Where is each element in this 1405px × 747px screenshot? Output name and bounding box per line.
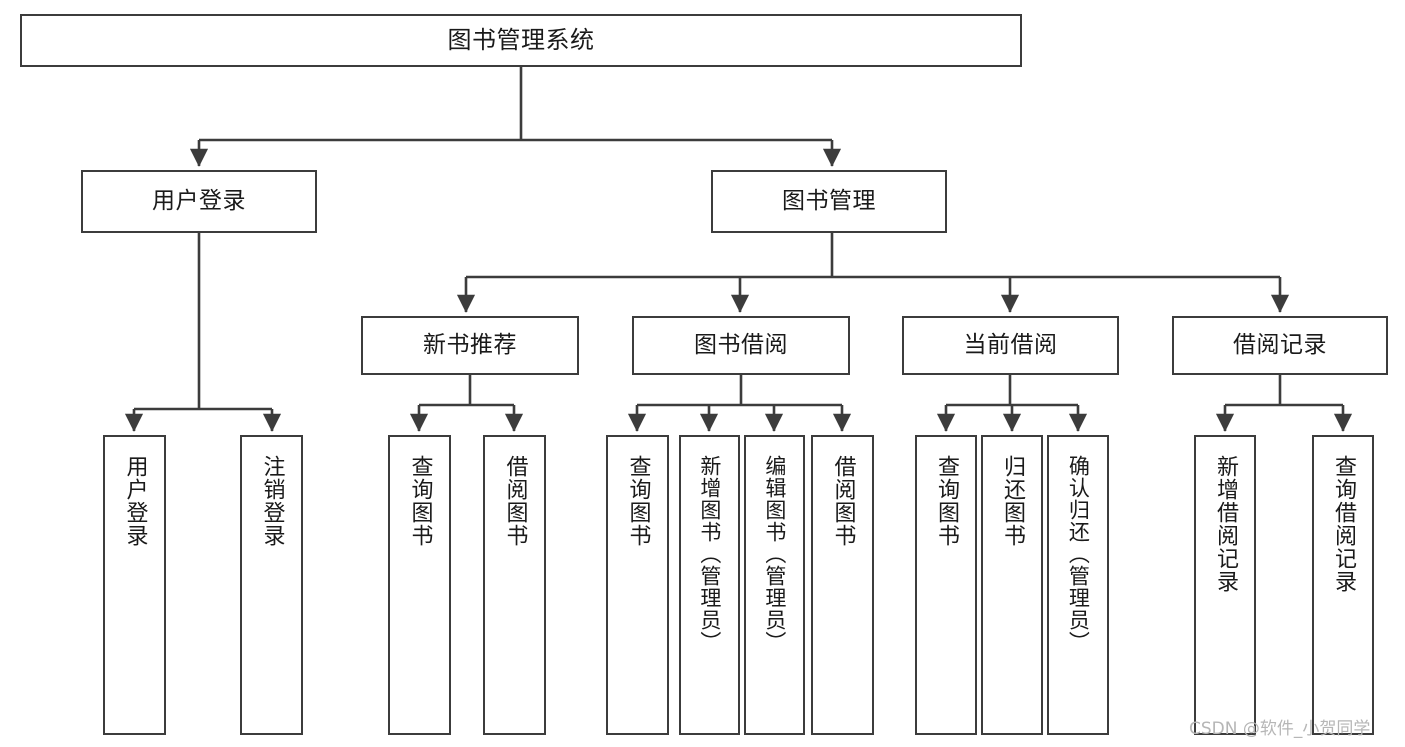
- node-leaf[interactable]: 编辑图书（管理员）: [744, 435, 805, 735]
- node-leaf[interactable]: 确认归还（管理员）: [1047, 435, 1109, 735]
- node-leaf-label: 借阅图书: [502, 455, 528, 547]
- node-leaf[interactable]: 新增图书（管理员）: [679, 435, 740, 735]
- node-level2-book-management[interactable]: 图书管理: [711, 170, 947, 233]
- node-leaf-label: 新增借阅记录: [1212, 455, 1238, 593]
- node-level3-borrow-record[interactable]: 借阅记录: [1172, 316, 1388, 375]
- node-leaf[interactable]: 借阅图书: [811, 435, 874, 735]
- node-level3-current-borrow-label: 当前借阅: [963, 331, 1058, 358]
- node-leaf-label: 确认归还（管理员）: [1066, 455, 1091, 653]
- node-level3-borrow-record-label: 借阅记录: [1233, 331, 1327, 358]
- node-level2-book-management-label: 图书管理: [782, 187, 876, 214]
- node-leaf-label: 查询图书: [625, 455, 651, 547]
- node-leaf-label: 归还图书: [999, 455, 1025, 547]
- node-level3-book-borrow-label: 图书借阅: [694, 331, 788, 358]
- node-root[interactable]: 图书管理系统: [20, 14, 1022, 67]
- node-leaf-label: 新增图书（管理员）: [697, 455, 722, 653]
- node-level2-user-login[interactable]: 用户登录: [81, 170, 317, 233]
- node-leaf[interactable]: 用户登录: [103, 435, 166, 735]
- node-leaf-label: 查询借阅记录: [1330, 455, 1356, 593]
- node-level2-user-login-label: 用户登录: [152, 187, 246, 214]
- node-leaf-label: 注销登录: [259, 455, 285, 547]
- node-leaf-label: 借阅图书: [830, 455, 856, 547]
- node-leaf[interactable]: 查询图书: [388, 435, 451, 735]
- node-level3-book-borrow[interactable]: 图书借阅: [632, 316, 850, 375]
- node-leaf[interactable]: 查询借阅记录: [1312, 435, 1374, 735]
- node-leaf-label: 用户登录: [122, 455, 148, 547]
- node-leaf[interactable]: 归还图书: [981, 435, 1043, 735]
- node-leaf[interactable]: 注销登录: [240, 435, 303, 735]
- node-leaf-label: 查询图书: [407, 455, 433, 547]
- node-level3-new-book-recommend-label: 新书推荐: [423, 331, 517, 358]
- node-leaf[interactable]: 查询图书: [606, 435, 669, 735]
- node-leaf[interactable]: 借阅图书: [483, 435, 546, 735]
- node-leaf[interactable]: 新增借阅记录: [1194, 435, 1256, 735]
- node-leaf-label: 查询图书: [933, 455, 959, 547]
- node-root-label: 图书管理系统: [447, 26, 595, 55]
- node-leaf[interactable]: 查询图书: [915, 435, 977, 735]
- node-level3-new-book-recommend[interactable]: 新书推荐: [361, 316, 579, 375]
- csdn-watermark: CSDN @软件_小贺同学: [1189, 719, 1371, 739]
- node-level3-current-borrow[interactable]: 当前借阅: [902, 316, 1119, 375]
- node-leaf-label: 编辑图书（管理员）: [762, 455, 787, 653]
